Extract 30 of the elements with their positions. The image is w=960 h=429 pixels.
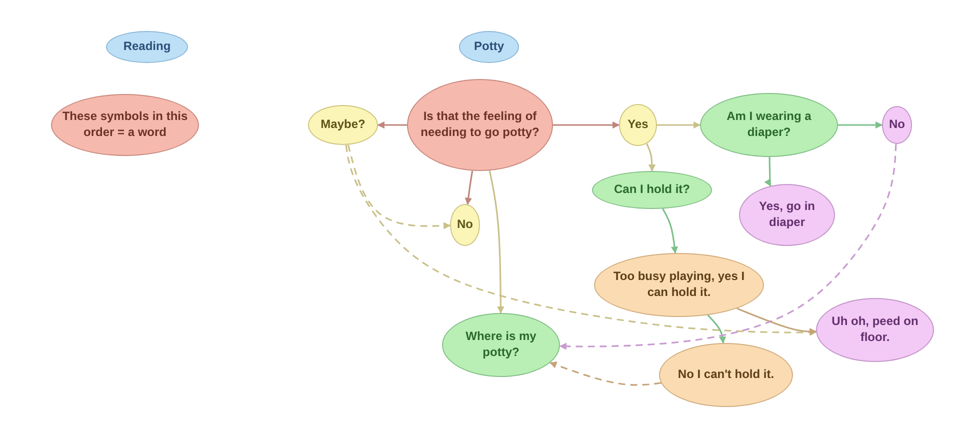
arrow	[662, 208, 678, 254]
arrow	[707, 314, 726, 344]
ellipse-node: Can I hold it?	[592, 171, 712, 209]
ellipse-node: No	[882, 106, 912, 144]
ellipse-node: Maybe?	[308, 105, 378, 145]
ellipse-node: Yes, go in diaper	[739, 184, 835, 246]
arrow	[377, 121, 407, 129]
ellipse-node: Is that the feeling of needing to go potty?	[407, 79, 553, 171]
ellipse-node: Potty	[459, 31, 519, 63]
ellipse-node: Uh oh, peed on floor.	[816, 298, 934, 362]
arrow	[657, 121, 701, 129]
arrow	[549, 362, 662, 386]
arrow	[345, 144, 817, 336]
ellipse-node: These symbols in this order = a word	[51, 94, 199, 156]
ellipse-node: Am I wearing a diaper?	[700, 93, 838, 157]
arrow	[464, 170, 474, 206]
ellipse-node: Yes	[619, 104, 657, 146]
ellipse-node: Where is my potty?	[442, 313, 560, 377]
arrow	[559, 144, 897, 350]
ellipse-node: No	[450, 204, 480, 246]
arrow	[553, 121, 620, 129]
arrow	[838, 121, 883, 129]
ellipse-node: Reading	[106, 31, 188, 63]
arrow	[764, 156, 772, 187]
ellipse-node: No I can't hold it.	[659, 343, 793, 407]
arrow	[736, 308, 817, 336]
arrow	[488, 170, 504, 314]
arrow	[347, 144, 451, 230]
ellipse-node: Too busy playing, yes I can hold it.	[594, 253, 764, 317]
arrow	[646, 143, 656, 172]
